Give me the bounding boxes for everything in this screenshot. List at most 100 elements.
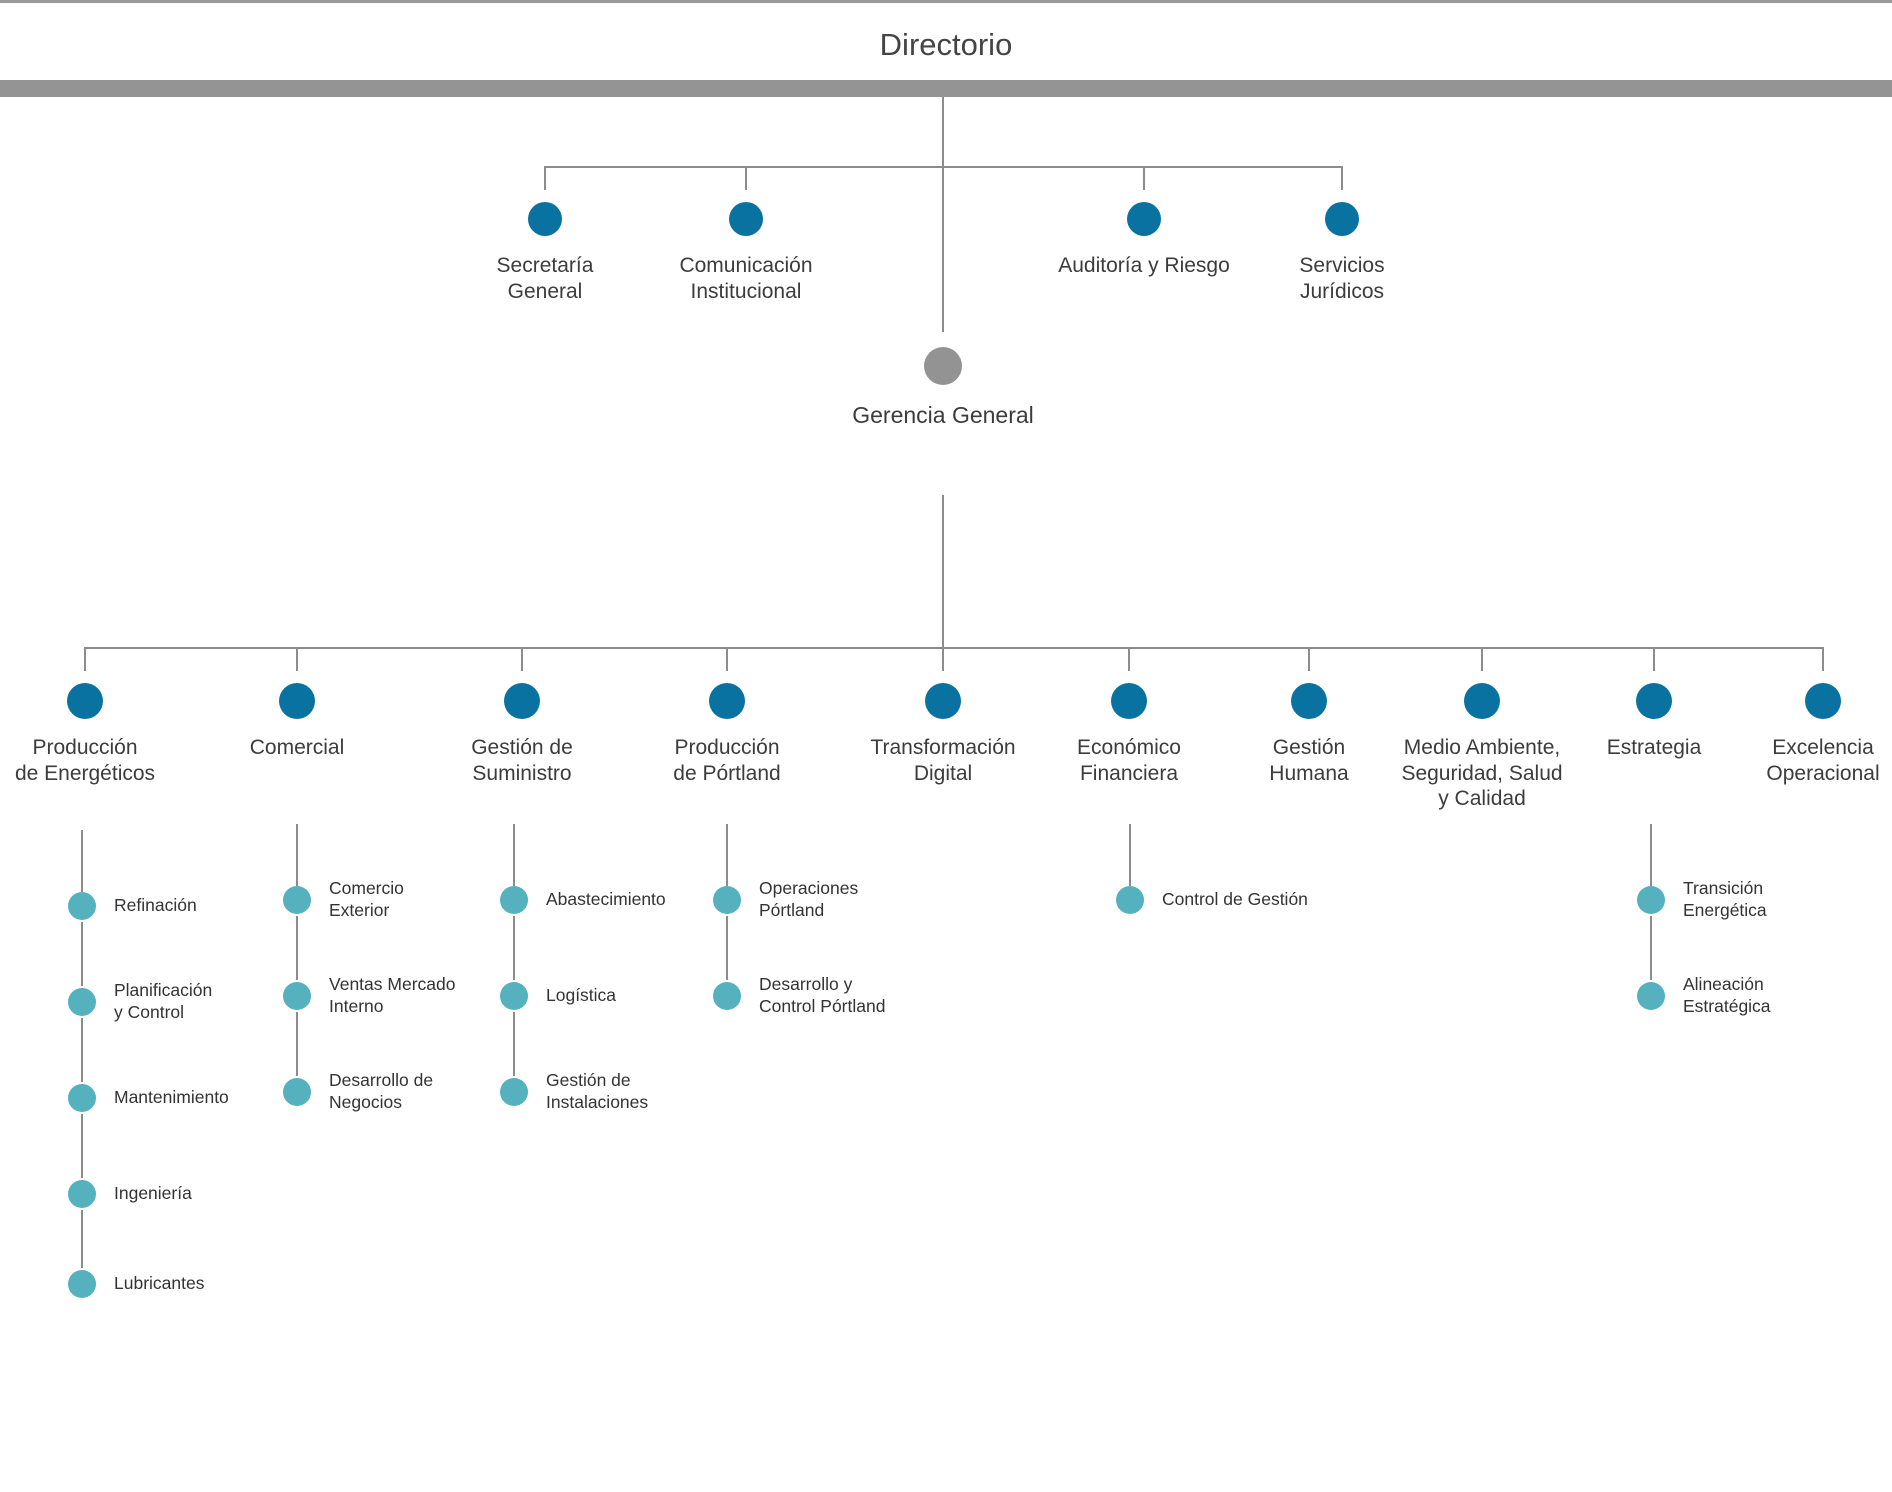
advisory-node[interactable]: [729, 202, 763, 236]
subunit-node[interactable]: [283, 1078, 311, 1106]
subunit-label: Lubricantes: [114, 1273, 205, 1294]
advisory-label: Secretaría General: [496, 254, 594, 303]
department-node[interactable]: [504, 683, 540, 719]
subunit-link: [81, 1210, 83, 1268]
department-node[interactable]: [709, 683, 745, 719]
subunit-link: [81, 1018, 83, 1082]
department-node[interactable]: [925, 683, 961, 719]
department-node[interactable]: [1291, 683, 1327, 719]
subunit-label: Alineación Estratégica: [1683, 974, 1771, 1016]
department-node[interactable]: [67, 683, 103, 719]
department-node[interactable]: [1111, 683, 1147, 719]
advisory-label: Comunicación Institucional: [679, 254, 813, 303]
subunit-drop: [726, 824, 728, 886]
subunit-label: Transición Energética: [1683, 878, 1767, 920]
advisory-drop: [745, 166, 747, 190]
advisory-node[interactable]: [528, 202, 562, 236]
subunit-node[interactable]: [500, 982, 528, 1010]
subunit-drop: [296, 824, 298, 886]
advisory-node[interactable]: [1325, 202, 1359, 236]
department-node[interactable]: [1464, 683, 1500, 719]
subunit-node[interactable]: [713, 886, 741, 914]
subunit-node[interactable]: [68, 1084, 96, 1112]
department-label: Producción de Energéticos: [14, 736, 156, 785]
subunit-label: Ventas Mercado Interno: [329, 974, 456, 1016]
department-drop: [942, 647, 944, 671]
subunit-drop: [513, 824, 515, 886]
subunit-link: [726, 916, 728, 980]
department-label: Excelencia Operacional: [1766, 736, 1880, 785]
advisory-drop: [1143, 166, 1145, 190]
department-drop: [1822, 647, 1824, 671]
subunit-label: Control de Gestión: [1162, 889, 1308, 910]
general-manager-label: Gerencia General: [852, 402, 1034, 428]
advisory-label: Servicios Jurídicos: [1299, 254, 1385, 303]
subunit-label: Desarrollo de Negocios: [329, 1070, 434, 1112]
subunit-link: [296, 916, 298, 980]
department-drop: [296, 647, 298, 671]
subunit-label: Logística: [546, 985, 617, 1006]
advisory-label: Auditoría y Riesgo: [1058, 254, 1230, 277]
subunit-label: Planificación y Control: [114, 980, 213, 1022]
subunit-label: Operaciones Pórtland: [759, 878, 859, 920]
subunit-node[interactable]: [500, 886, 528, 914]
subunit-label: Comercio Exterior: [329, 878, 404, 920]
subunit-link: [513, 916, 515, 980]
subunit-link: [296, 1012, 298, 1076]
advisory-drop: [1341, 166, 1343, 190]
department-drop: [726, 647, 728, 671]
general-manager-node[interactable]: [924, 347, 962, 385]
department-node[interactable]: [1805, 683, 1841, 719]
subunit-label: Ingeniería: [114, 1183, 192, 1204]
subunit-drop: [1129, 824, 1131, 886]
department-label: Estrategia: [1606, 736, 1702, 759]
subunit-link: [81, 1114, 83, 1178]
subunit-label: Gestión de Instalaciones: [546, 1070, 649, 1112]
subunit-node[interactable]: [500, 1078, 528, 1106]
subunit-link: [1650, 916, 1652, 980]
subunit-node[interactable]: [1637, 886, 1665, 914]
department-drop: [1653, 647, 1655, 671]
subunit-node[interactable]: [68, 988, 96, 1016]
subunit-label: Refinación: [114, 895, 197, 916]
subunit-node[interactable]: [283, 982, 311, 1010]
subunit-node[interactable]: [1116, 886, 1144, 914]
department-drop: [1308, 647, 1310, 671]
subunit-node[interactable]: [68, 892, 96, 920]
department-label: Gestión de Suministro: [471, 736, 573, 785]
subunit-node[interactable]: [1637, 982, 1665, 1010]
page-title: Directorio: [879, 27, 1013, 62]
subunit-link: [81, 922, 83, 986]
subunit-link: [513, 1012, 515, 1076]
department-label: Transformación Digital: [870, 736, 1016, 785]
department-drop: [521, 647, 523, 671]
top-border: [0, 0, 1892, 3]
subunit-drop: [1650, 824, 1652, 886]
subunit-label: Desarrollo y Control Pórtland: [759, 974, 886, 1016]
department-label: Comercial: [249, 736, 345, 759]
subunit-drop: [81, 830, 83, 892]
header-bar: [0, 80, 1892, 97]
department-drop: [84, 647, 86, 671]
departments-connector: [84, 647, 1824, 649]
general-to-departments-line: [942, 495, 944, 648]
department-node[interactable]: [279, 683, 315, 719]
department-node[interactable]: [1636, 683, 1672, 719]
subunit-node[interactable]: [713, 982, 741, 1010]
advisory-node[interactable]: [1127, 202, 1161, 236]
department-label: Gestión Humana: [1269, 736, 1349, 785]
subunit-label: Abastecimiento: [546, 889, 666, 910]
advisory-connector: [545, 166, 1342, 168]
subunit-label: Mantenimiento: [114, 1087, 229, 1108]
department-label: Medio Ambiente, Seguridad, Salud y Calid…: [1401, 736, 1563, 811]
trunk-line: [942, 97, 944, 332]
subunit-node[interactable]: [68, 1270, 96, 1298]
subunit-node[interactable]: [68, 1180, 96, 1208]
department-drop: [1481, 647, 1483, 671]
subunit-node[interactable]: [283, 886, 311, 914]
advisory-drop: [544, 166, 546, 190]
department-label: Producción de Pórtland: [673, 736, 781, 785]
department-drop: [1128, 647, 1130, 671]
department-label: Económico Financiera: [1077, 736, 1181, 785]
